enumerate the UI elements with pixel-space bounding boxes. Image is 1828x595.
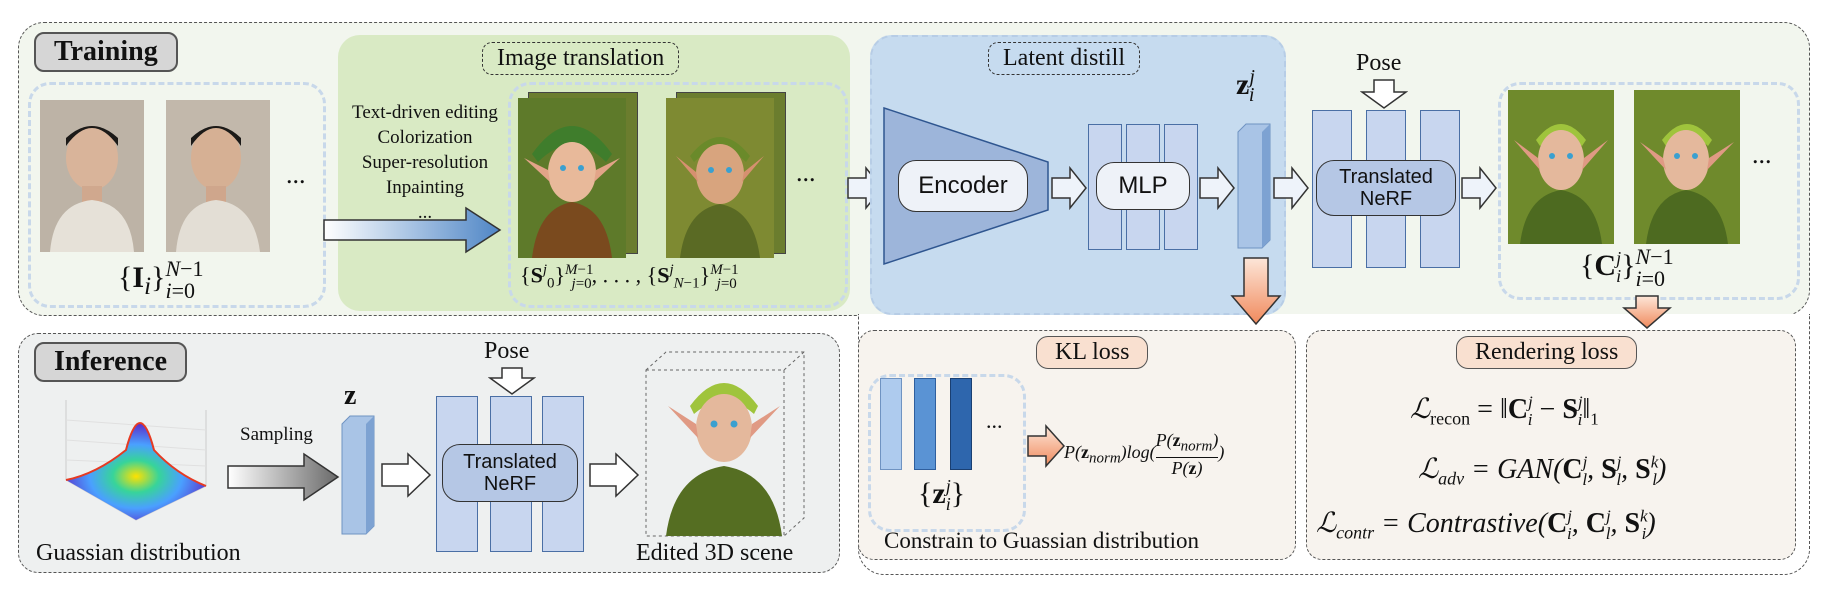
gaussian-label: Guassian distribution [36, 540, 241, 566]
inference-nerf-line1: Translated [463, 451, 557, 473]
latent-bar-2 [914, 378, 936, 470]
nerf-label-line2: NeRF [1359, 188, 1413, 210]
arrow-to-latent [1199, 166, 1235, 210]
latent-set-ellipsis: ... [986, 408, 1003, 433]
sampling-arrow [227, 452, 340, 502]
encoder-label: Encoder [898, 160, 1028, 212]
kl-loss-title: KL loss [1036, 336, 1149, 369]
edited-3d-scene [645, 351, 805, 537]
task-inpainting: Inpainting [385, 177, 465, 198]
translation-task-list: Text-driven editing Colorization Super-r… [340, 100, 510, 225]
arrow-to-output [1461, 166, 1497, 210]
inference-z-label: z [344, 380, 357, 411]
arrow-to-rendering-loss [1622, 295, 1672, 329]
latent-bar-1 [880, 378, 902, 470]
inference-nerf-line2: NeRF [483, 473, 537, 495]
arrow-to-nerf [1273, 166, 1309, 210]
translated-ellipsis: ... [796, 158, 816, 187]
latent-z-label: zji [1236, 66, 1255, 106]
kl-formula: P(znorm)log(P(znorm)P(z)) [1064, 430, 1225, 478]
inference-label: Inference [34, 342, 187, 382]
output-ellipsis: ... [1752, 140, 1772, 169]
pose-arrow-down [1360, 79, 1408, 109]
task-text-driven: Text-driven editing [352, 102, 498, 123]
latent-vector-bar [1237, 123, 1271, 249]
input-photo-1 [40, 100, 144, 252]
nerf-pose-label: Pose [1356, 50, 1402, 76]
rendering-loss-title: Rendering loss [1456, 336, 1638, 369]
nerf-label-line1: Translated [1339, 166, 1433, 188]
sampling-label: Sampling [240, 424, 313, 445]
task-more: ... [417, 202, 433, 223]
edited-scene-label: Edited 3D scene [636, 540, 794, 566]
arrow-to-kl-formula [1027, 424, 1066, 468]
adv-loss-formula: ℒadv = GAN(Cjl, Sjl, Skl) [1418, 452, 1667, 489]
inference-pose-label: Pose [484, 338, 530, 364]
arrow-to-inference-nerf [381, 452, 432, 498]
gaussian-surface-plot [65, 400, 207, 521]
image-translation-title: Image translation [482, 42, 680, 75]
input-ellipsis: ... [286, 160, 306, 189]
translated-image-1 [518, 98, 626, 258]
task-super-resolution: Super-resolution [361, 152, 489, 173]
arrow-to-edited-scene [589, 452, 640, 498]
inference-latent-bar [341, 415, 375, 535]
mlp-label: MLP [1096, 162, 1190, 210]
latent-set-label: {zji} [918, 476, 966, 514]
latent-distill-title: Latent distill [988, 42, 1140, 75]
contr-loss-formula: ℒcontr = Contrastive(Cji, Cjl, Ski) [1316, 506, 1656, 543]
translation-arrow [323, 206, 502, 254]
translated-images-group [508, 82, 848, 308]
input-images-group [28, 82, 326, 308]
output-image-1 [1508, 90, 1614, 244]
input-photo-2 [166, 100, 270, 252]
translated-set-label: {Sj0}M−1j=0, . . . , {SjN−1}M−1j=0 [520, 262, 739, 292]
kl-caption: Constrain to Guassian distribution [884, 528, 1199, 553]
inference-pose-arrow [488, 367, 536, 395]
task-colorization: Colorization [377, 127, 473, 148]
latent-set-group [868, 374, 1026, 532]
latent-bar-3 [950, 378, 972, 470]
output-image-2 [1634, 90, 1740, 244]
arrow-to-kl-loss [1230, 257, 1282, 326]
arrow-to-mlp [1051, 166, 1087, 210]
recon-loss-formula: ℒrecon = ‖Cji − Sji‖1 [1410, 392, 1599, 429]
translated-image-2 [666, 98, 774, 258]
training-label: Training [34, 32, 178, 72]
